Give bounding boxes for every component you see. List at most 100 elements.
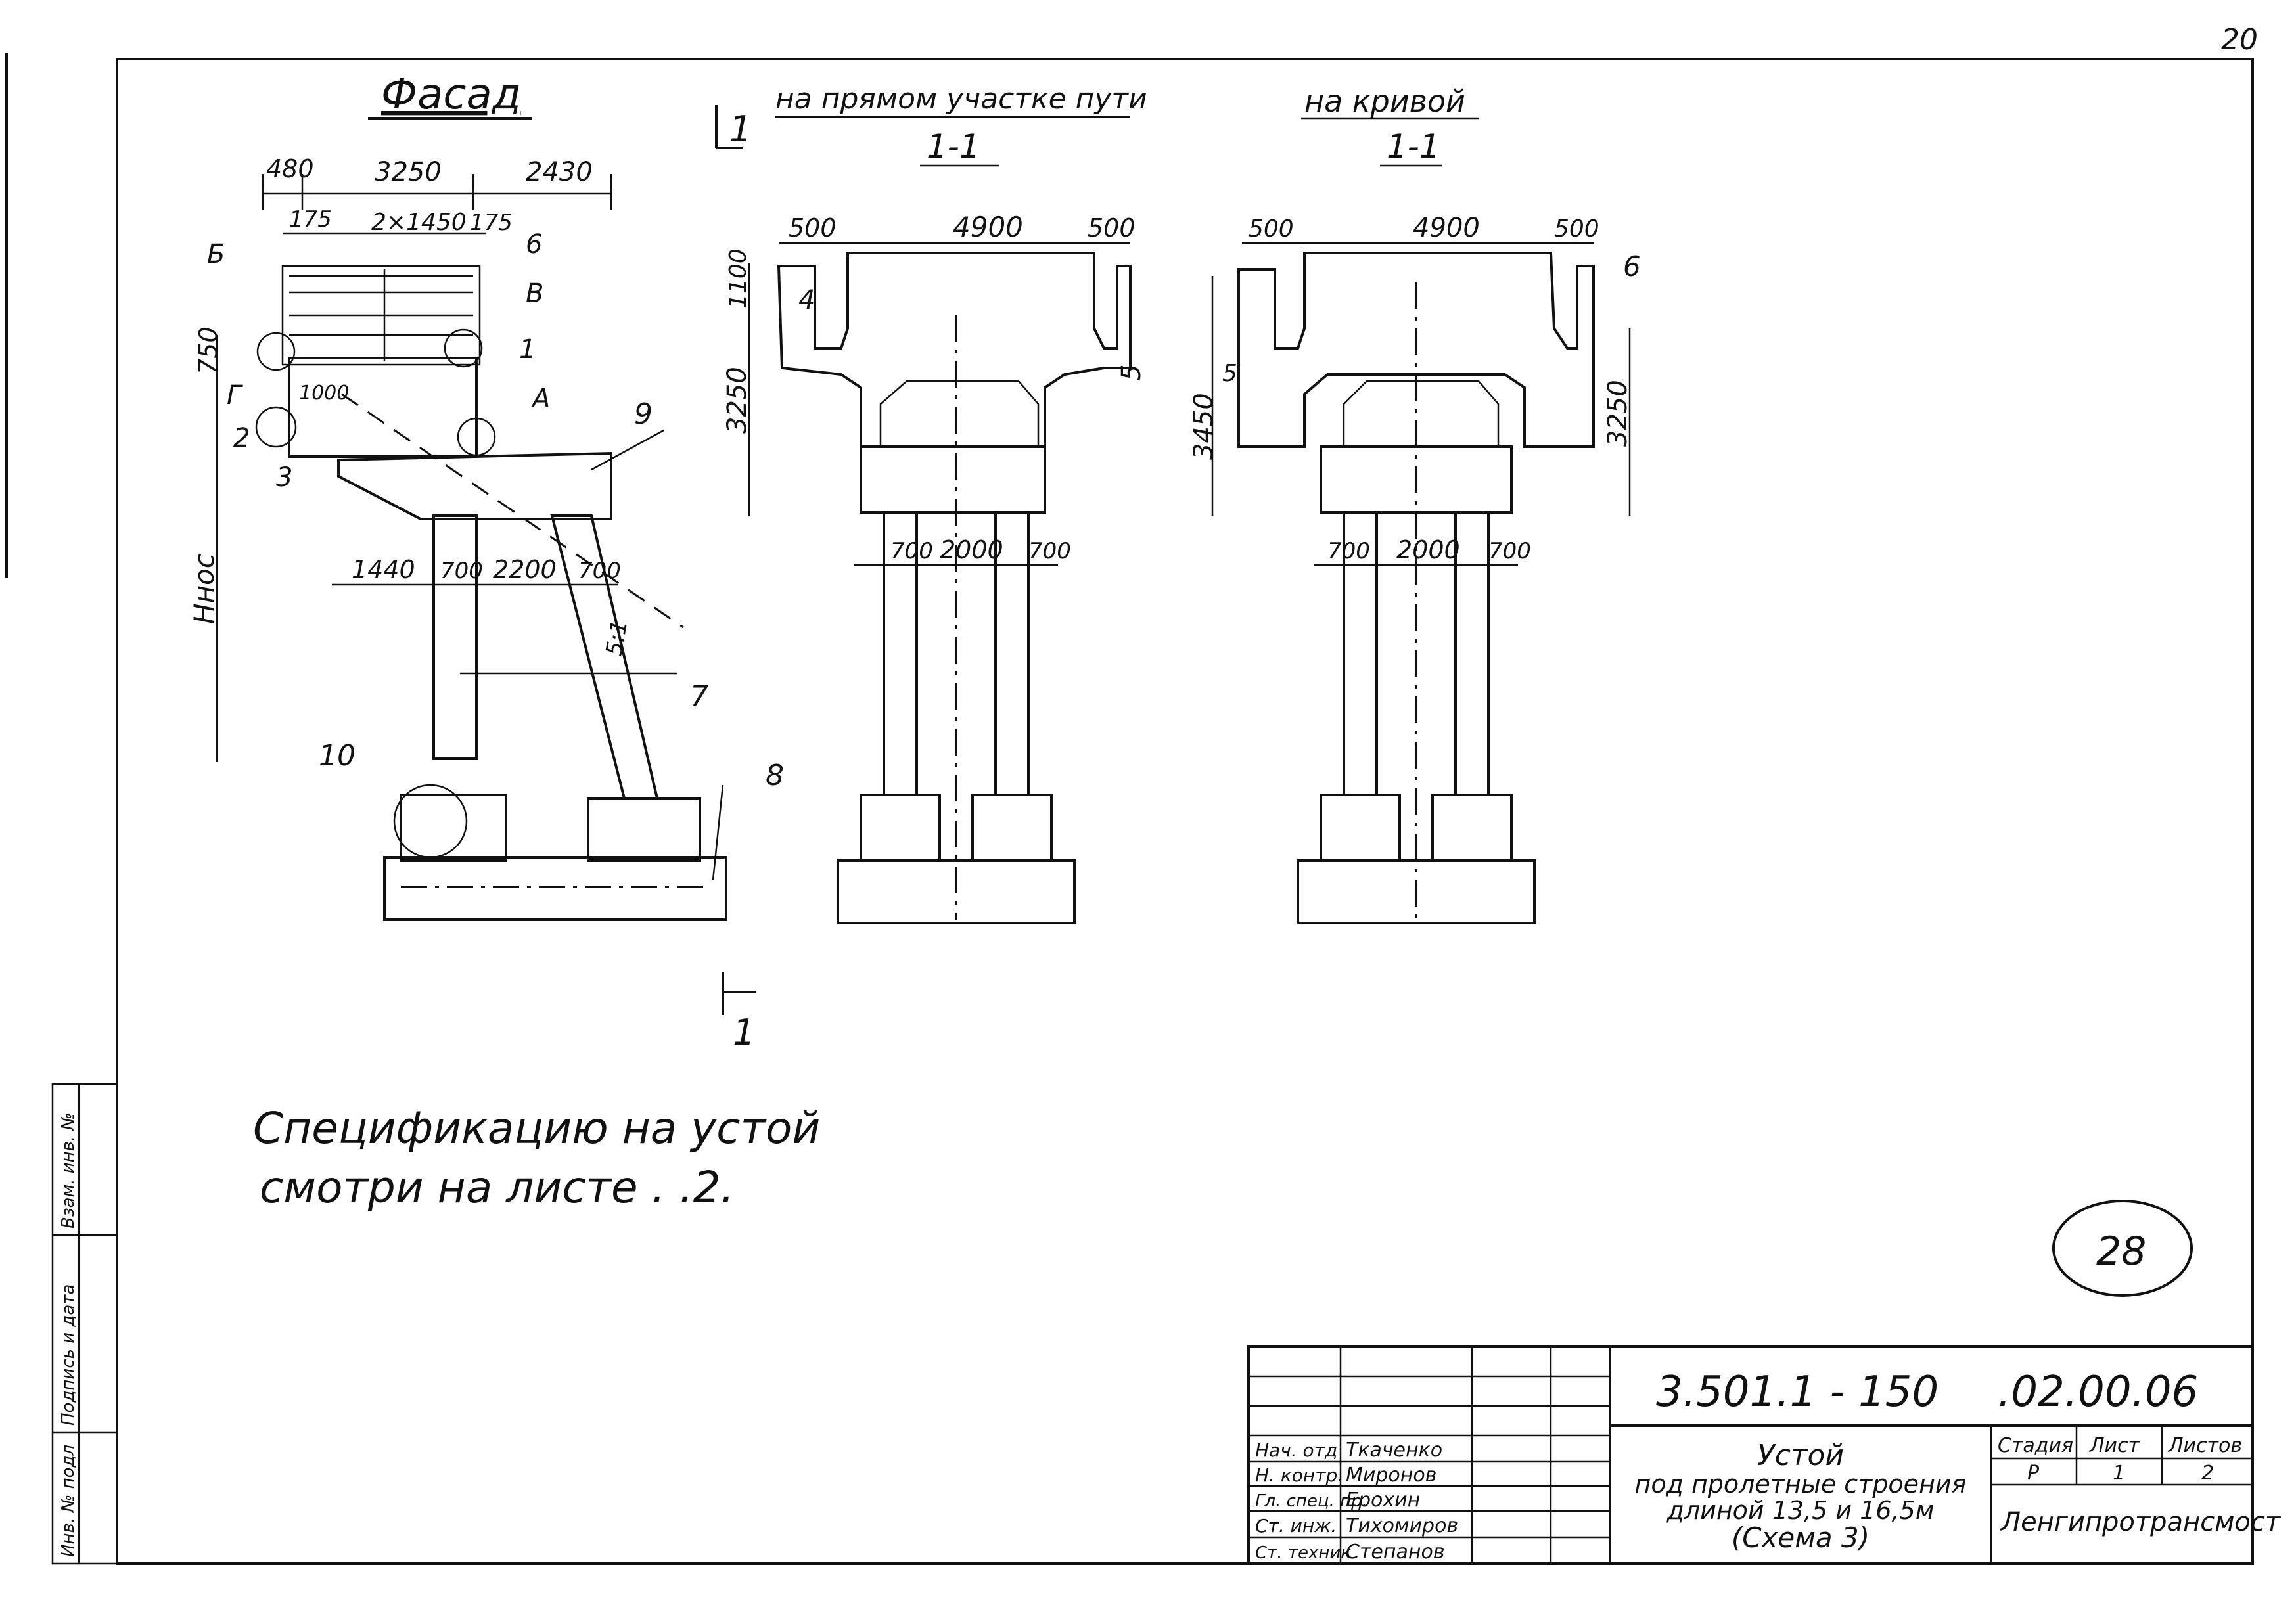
specification-note: Спецификацию на устой смотри на листе . … [253, 1103, 820, 1213]
value-sheet: 1 [2113, 1462, 2125, 1485]
facade-view: Фасад 480 3250 2430 175 2×1450 175 [188, 70, 784, 921]
left-margin-block: Инв. № подл Подпись и дата Взам. инв. № [51, 1083, 118, 1565]
straight-title: на прямом участке пути [775, 82, 1147, 116]
straight-bearing [879, 380, 1040, 448]
dim-500-right: 500 [1088, 214, 1136, 242]
dim-3250: 3250 [375, 157, 442, 187]
curve-column-right [1454, 511, 1490, 796]
dim-2430: 2430 [526, 157, 593, 187]
leader-9 [591, 429, 664, 471]
desc-line-1: Устой [1757, 1439, 1844, 1472]
detail-circle-v [444, 328, 483, 368]
straight-slab [837, 859, 1076, 924]
straight-deck [777, 252, 1132, 448]
callout-6: 6 [1623, 250, 1641, 282]
dim-4900: 4900 [953, 211, 1023, 243]
role-1: Нач. отд [1255, 1439, 1337, 1461]
dim-500-right: 500 [1554, 215, 1599, 242]
dim-500-left: 500 [1249, 215, 1294, 242]
value-sheets: 2 [2201, 1462, 2214, 1485]
callout-b: Б [207, 239, 225, 269]
name-1: Ткаченко [1346, 1439, 1442, 1462]
organization: Ленгипротрансмост [2000, 1507, 2282, 1537]
ballast-wall [288, 357, 478, 458]
cap-beam [337, 451, 612, 520]
callout-4: 4 [798, 285, 815, 315]
callout-6: 6 [526, 229, 542, 260]
straight-footing-right [971, 794, 1053, 862]
dim-750: 750 [194, 327, 223, 374]
callout-2: 2 [233, 423, 250, 453]
slope-line [341, 393, 684, 629]
curve-subtitle: 1-1 [1387, 127, 1440, 166]
dim-500-left: 500 [789, 214, 837, 242]
value-stage: Р [2027, 1462, 2040, 1485]
replace-inv-label: Взам. инв. № [58, 1112, 78, 1229]
sheet-stamp-oval [2052, 1200, 2193, 1297]
slope-ratio: 5:1 [601, 618, 633, 658]
curve-footing-left [1320, 794, 1401, 862]
header-stage: Стадия [1998, 1434, 2073, 1457]
section-number-bottom: 1 [733, 1012, 755, 1053]
straight-subtitle: 1-1 [927, 127, 980, 166]
dim-3250-right: 3250 [1603, 380, 1633, 447]
dim-1100: 1100 [725, 248, 752, 309]
note-line-1: Спецификацию на устой [253, 1103, 820, 1154]
callout-9: 9 [634, 397, 653, 431]
footing-left [400, 794, 507, 862]
callout-10: 10 [319, 739, 356, 773]
height-label: Hнос [188, 553, 220, 624]
dim-175-left: 175 [289, 206, 332, 233]
role-4: Ст. инж. [1255, 1515, 1337, 1537]
dim-700-left: 700 [1327, 538, 1370, 564]
callout-v: В [526, 279, 543, 309]
signature-date-label: Подпись и дата [58, 1284, 78, 1426]
desc-line-2: под пролетные строения [1635, 1470, 1967, 1499]
name-4: Тихомиров [1346, 1514, 1458, 1537]
dim-175-right: 175 [470, 210, 513, 236]
name-3: Ерохин [1346, 1489, 1420, 1512]
callout-a: А [530, 384, 550, 414]
curve-deck [1237, 252, 1595, 448]
facade-title: Фасад [381, 70, 521, 119]
name-5: Степанов [1346, 1541, 1445, 1564]
dim-700-a: 700 [440, 558, 483, 584]
dim-3250: 3250 [722, 367, 752, 434]
curve-section-view: на кривой 1-1 500 4900 500 3450 3250 700… [1189, 83, 1641, 924]
desc-line-4: (Схема 3) [1732, 1522, 1870, 1554]
callout-g: Г [227, 380, 243, 411]
title-block: Нач. отд Н. контр. Гл. спец. пр. Ст. инж… [1247, 1345, 2282, 1565]
dim-2000: 2000 [1396, 535, 1460, 564]
detail-circle-b [256, 332, 296, 371]
straight-footing-left [860, 794, 941, 862]
callout-3: 3 [276, 463, 292, 493]
detail-circle-a [457, 417, 496, 457]
header-sheet: Лист [2089, 1434, 2141, 1457]
curve-footing-right [1431, 794, 1513, 862]
name-2: Миронов [1346, 1464, 1436, 1487]
document-code: 3.501.1 - 150 [1656, 1368, 1939, 1416]
callout-5: 5 [1116, 365, 1147, 381]
foundation-slab [383, 856, 727, 921]
sheet-stamp-number: 28 [2096, 1229, 2146, 1275]
callout-1: 1 [519, 334, 536, 365]
dim-4900: 4900 [1413, 213, 1480, 243]
dim-700-right: 700 [1028, 538, 1071, 564]
desc-line-3: длиной 13,5 и 16,5м [1666, 1496, 1935, 1525]
inv-no-label: Инв. № подл [58, 1445, 78, 1557]
dim-2x1450: 2×1450 [371, 209, 467, 236]
dim-2200: 2200 [493, 555, 557, 584]
section-number-top: 1 [729, 108, 752, 150]
detail-circle-g [255, 406, 297, 448]
dim-480: 480 [266, 154, 314, 183]
dim-2000: 2000 [940, 535, 1003, 564]
callout-7: 7 [690, 680, 708, 713]
dim-1000: 1000 [299, 382, 349, 405]
curve-bearing [1343, 380, 1500, 448]
sheet-frame [116, 58, 2254, 1565]
role-5: Ст. техник [1255, 1543, 1351, 1563]
header-sheets: Листов [2168, 1434, 2242, 1457]
role-2: Н. контр. [1255, 1464, 1343, 1486]
left-margin-frame [51, 1083, 118, 1565]
